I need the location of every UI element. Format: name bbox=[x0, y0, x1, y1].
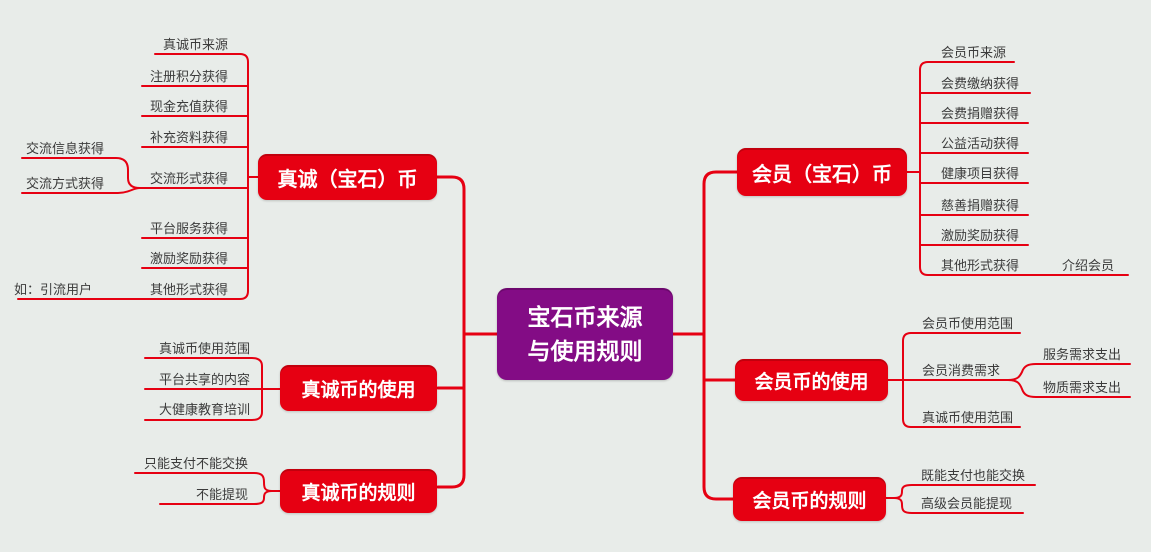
leaf-hy-other-intro[interactable]: 介绍会员 bbox=[1062, 258, 1115, 273]
leaf-zc-other[interactable]: 其他形式获得 bbox=[149, 282, 228, 297]
leaf-hy-usage-zc-scope[interactable]: 真诚币使用范围 bbox=[922, 410, 1014, 425]
topic-member-coin[interactable]: 会员（宝石）币 bbox=[737, 148, 907, 196]
leaf-hy-charity[interactable]: 公益活动获得 bbox=[941, 136, 1020, 151]
root-topic[interactable]: 宝石币来源 与使用规则 bbox=[497, 288, 673, 380]
leaf-hy-usage-consume[interactable]: 会员消费需求 bbox=[922, 363, 1001, 378]
topic-zhencheng-usage[interactable]: 真诚币的使用 bbox=[280, 365, 437, 411]
leaf-hy-other[interactable]: 其他形式获得 bbox=[941, 258, 1020, 273]
leaf-zc-profile[interactable]: 补充资料获得 bbox=[149, 130, 228, 145]
topic-member-usage[interactable]: 会员币的使用 bbox=[735, 359, 888, 401]
topic-zhencheng-rules[interactable]: 真诚币的规则 bbox=[280, 469, 437, 513]
root-topic-line1: 宝石币来源 bbox=[527, 304, 643, 330]
leaf-hy-reward[interactable]: 激励奖励获得 bbox=[941, 228, 1020, 243]
leaf-zc-register[interactable]: 注册积分获得 bbox=[149, 69, 228, 84]
leaf-hy-rule-pay[interactable]: 既能支付也能交换 bbox=[921, 468, 1026, 483]
leaf-zc-other-example[interactable]: 如：引流用户 bbox=[14, 282, 93, 297]
leaf-zc-reward[interactable]: 激励奖励获得 bbox=[149, 251, 228, 266]
leaf-zc-rule-withdraw[interactable]: 不能提现 bbox=[195, 487, 248, 502]
leaf-zc-platform[interactable]: 平台服务获得 bbox=[149, 221, 228, 236]
leaf-hy-fee[interactable]: 会费缴纳获得 bbox=[941, 76, 1020, 91]
leaf-hy-rule-withdraw[interactable]: 高级会员能提现 bbox=[921, 496, 1013, 511]
leaf-hy-goodwill[interactable]: 慈善捐赠获得 bbox=[941, 198, 1020, 213]
root-topic-line2: 与使用规则 bbox=[527, 338, 643, 364]
leaf-hy-source[interactable]: 会员币来源 bbox=[941, 45, 1007, 60]
leaf-zc-exchange-info[interactable]: 交流信息获得 bbox=[26, 141, 105, 156]
leaf-hy-donate[interactable]: 会费捐赠获得 bbox=[941, 106, 1020, 121]
leaf-zc-exchange[interactable]: 交流形式获得 bbox=[149, 171, 228, 186]
leaf-hy-health[interactable]: 健康项目获得 bbox=[941, 166, 1020, 181]
leaf-zc-usage-training[interactable]: 大健康教育培训 bbox=[158, 402, 250, 417]
leaf-zc-recharge[interactable]: 现金充值获得 bbox=[149, 99, 228, 114]
leaf-zc-exchange-way[interactable]: 交流方式获得 bbox=[26, 176, 105, 191]
leaf-zc-usage-scope[interactable]: 真诚币使用范围 bbox=[158, 341, 250, 356]
leaf-zc-source[interactable]: 真诚币来源 bbox=[162, 37, 228, 52]
topic-zhencheng-coin[interactable]: 真诚（宝石）币 bbox=[258, 154, 437, 200]
leaf-zc-usage-share[interactable]: 平台共享的内容 bbox=[158, 372, 250, 387]
leaf-hy-usage-scope[interactable]: 会员币使用范围 bbox=[922, 316, 1014, 331]
topic-member-rules[interactable]: 会员币的规则 bbox=[733, 477, 886, 521]
leaf-hy-consume-service[interactable]: 服务需求支出 bbox=[1043, 347, 1122, 362]
leaf-hy-consume-material[interactable]: 物质需求支出 bbox=[1043, 380, 1122, 395]
leaf-zc-rule-pay[interactable]: 只能支付不能交换 bbox=[143, 456, 248, 471]
